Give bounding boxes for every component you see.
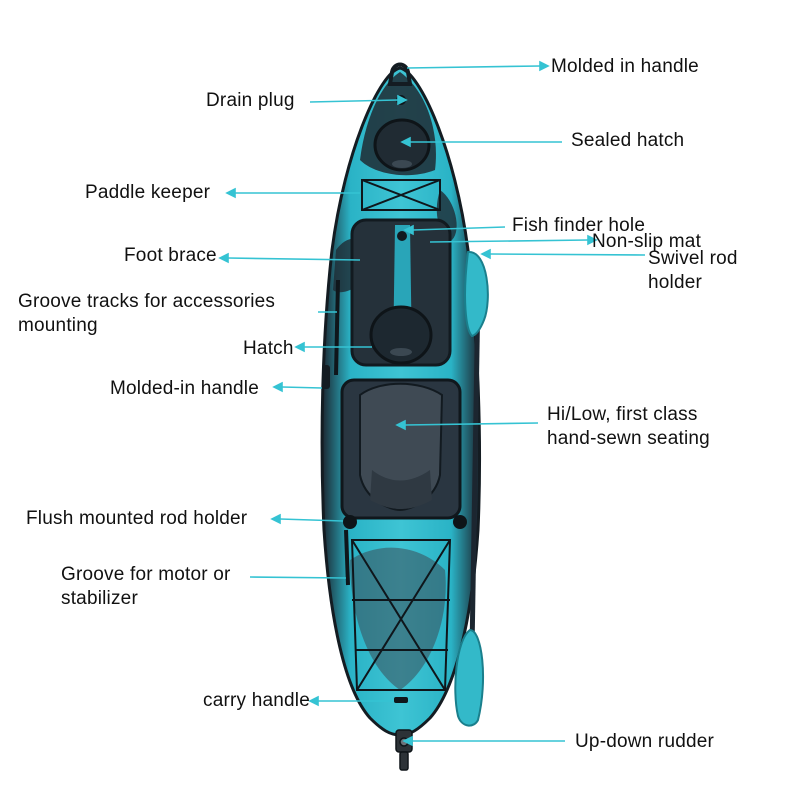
label-carry-handle: carry handle (203, 690, 310, 711)
label-flush-rod-holder: Flush mounted rod holder (26, 508, 248, 529)
sealed-hatch (373, 118, 431, 172)
label-hatch: Hatch (243, 338, 294, 359)
label-seating: Hi/Low, first class hand-sewn seating (547, 404, 710, 449)
label-molded-in-handle-side: Molded-in handle (110, 378, 259, 399)
label-sealed-hatch: Sealed hatch (571, 130, 685, 151)
flush-rod-holder-right (453, 515, 467, 529)
leader-lines (218, 60, 646, 747)
label-swivel-rod-holder: Swivel rod holder (648, 248, 738, 293)
label-groove-tracks: Groove tracks for accessories mounting (18, 291, 276, 336)
up-down-rudder (395, 729, 413, 771)
flush-rod-holder-left (343, 515, 357, 529)
paddle (454, 250, 489, 727)
label-drain-plug: Drain plug (206, 90, 295, 111)
bow-handle (387, 62, 413, 86)
label-groove-motor: Groove for motor or stabilizer (61, 564, 231, 609)
label-non-slip-mat: Non-slip mat (592, 231, 702, 252)
label-fish-finder-hole: Fish finder hole (512, 215, 646, 236)
center-hatch (369, 305, 433, 365)
paddle-keeper (361, 179, 441, 211)
label-molded-in-handle-top: Molded in handle (551, 56, 699, 77)
label-paddle-keeper: Paddle keeper (85, 182, 211, 203)
label-foot-brace: Foot brace (124, 245, 217, 266)
label-up-down-rudder: Up-down rudder (575, 731, 715, 752)
